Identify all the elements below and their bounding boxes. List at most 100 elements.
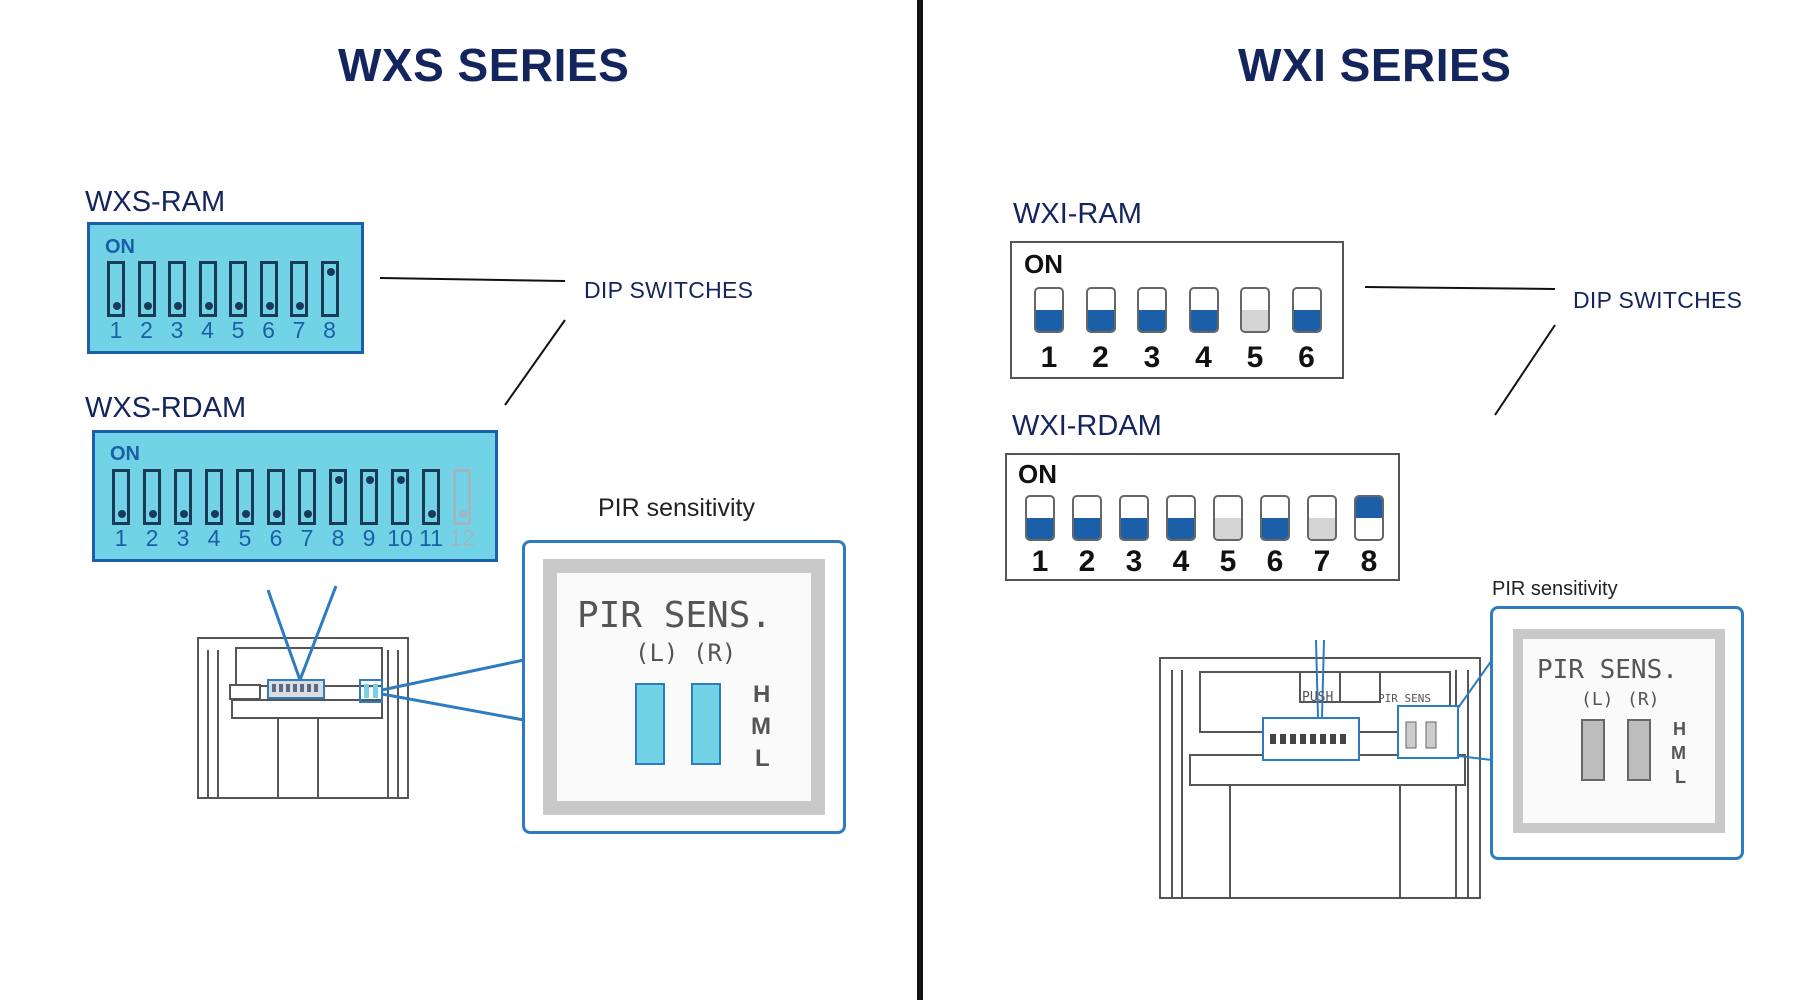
wxi-rdam-switch-fill (1027, 518, 1053, 539)
wxs-rdam-switch-number: 1 (114, 525, 128, 551)
wxs-rdam-switch-number: 2 (145, 525, 159, 551)
wxs-rdam-on-label: ON (110, 443, 140, 465)
wxs-ram-switch-number: 2 (140, 317, 153, 343)
wxs-rdam-switch-knob (459, 510, 467, 518)
wxi-pir-right-label: (R) (1627, 689, 1660, 710)
wxi-rdam-switch-number: 1 (1031, 545, 1049, 578)
wxs-rdam-label: WXS-RDAM (85, 392, 247, 424)
wxi-pir-title: PIR SENS. (1537, 655, 1678, 685)
wxs-rdam-switch-number: 7 (300, 525, 314, 551)
wxs-ram-switch-number: 3 (170, 317, 184, 343)
wxi-series-title: WXI SERIES (1238, 39, 1512, 91)
wxs-ram-switch-2 (137, 261, 156, 317)
wxs-rdam-switch-knob (335, 476, 343, 484)
wxi-ram-switch-number: 4 (1195, 341, 1212, 374)
wxs-pir-level-m: M (751, 713, 771, 740)
wxs-ram-switch-7 (290, 261, 308, 317)
wxs-pir-slider-left (635, 683, 665, 765)
wxi-ram-switch-3 (1137, 287, 1167, 333)
wxs-series-title: WXS SERIES (338, 39, 630, 91)
wxs-ram-switch-knob (143, 302, 152, 310)
wxi-rdam-switch-fill (1074, 518, 1100, 539)
wxs-rdam-switch-knob (397, 476, 405, 484)
wxi-ram-switch-1 (1034, 287, 1064, 333)
wxs-ram-switch-number: 4 (201, 317, 214, 343)
wxi-ram-label: WXI-RAM (1013, 198, 1142, 230)
wxs-ram-switch-3 (168, 261, 186, 317)
wxi-rdam-switch-number: 2 (1078, 545, 1096, 578)
wxs-pir-slider-right (691, 683, 721, 765)
wxi-ram-switch-fill (1139, 310, 1165, 331)
wxs-ram-switch-knob (265, 302, 274, 310)
wxi-ram-switch-4 (1188, 287, 1219, 333)
wxs-rdam-switch-1 (112, 469, 130, 525)
wxs-rdam-switch-12 (453, 469, 471, 525)
wxs-rdam-switch-6 (267, 469, 285, 525)
wxs-ram-switch-1 (107, 261, 125, 317)
wxs-rdam-switch-knob (180, 510, 188, 518)
wxi-ram-switch-number: 2 (1092, 341, 1109, 374)
wxi-rdam-switch-fill (1356, 497, 1382, 518)
wxi-rdam-switch-4 (1166, 495, 1196, 541)
wxi-ram-on-label: ON (1024, 249, 1063, 279)
series-divider (917, 0, 923, 1000)
wxi-rdam-switch-6 (1260, 495, 1290, 541)
wxi-ram-switch-number: 3 (1143, 341, 1161, 374)
wxs-ram-switch-knob (235, 302, 243, 310)
wxs-rdam-switch-number: 11 (419, 525, 443, 551)
wxi-ram-switch-number: 6 (1298, 341, 1315, 374)
wxi-rdam-switch-number: 8 (1360, 545, 1378, 578)
wxs-rdam-switch-knob (428, 510, 436, 518)
wxi-ram-switch-fill (1190, 310, 1217, 331)
wxi-pir-label: PIR sensitivity (1492, 578, 1618, 600)
wxi-rdam-on-label: ON (1018, 459, 1057, 489)
wxs-rdam-switch-5 (236, 469, 254, 525)
wxi-ram-switch-number: 1 (1040, 341, 1058, 374)
wxi-ram-switch-fill (1242, 310, 1268, 331)
wxs-ram-label: WXS-RAM (85, 186, 226, 218)
wxi-board-pir-text: PIR SENS (1378, 692, 1431, 705)
wxs-ram-switch-number: 6 (262, 317, 275, 343)
wxs-ram-switch-knob (113, 302, 121, 310)
wxs-ram-switch-5 (229, 261, 247, 317)
wxi-rdam-switch-5 (1213, 495, 1243, 541)
wxi-ram-switch-number: 5 (1246, 341, 1264, 374)
wxi-pir-zoom-inner: PIR SENS. (L) (R) H M L (1513, 629, 1725, 833)
wxi-board-push-text: PUSH (1302, 690, 1334, 705)
wxi-rdam-switch-number: 3 (1125, 545, 1143, 578)
wxi-pir-slider-left (1581, 719, 1605, 781)
wxs-rdam-switch-knob (366, 476, 374, 484)
wxi-pir-level-l: L (1675, 767, 1686, 787)
wxs-dip-callout: DIP SWITCHES (584, 277, 754, 303)
wxs-ram-switch-6 (259, 261, 278, 317)
wxi-rdam-switch-fill (1121, 518, 1147, 539)
wxi-rdam-switch-fill (1215, 518, 1241, 539)
wxi-rdam-switch-3 (1119, 495, 1149, 541)
wxi-rdam-switch-fill (1262, 518, 1288, 539)
wxi-pir-slider-right (1627, 719, 1651, 781)
wxi-ram-switch-fill (1036, 310, 1062, 331)
wxs-pir-left-label: (L) (635, 639, 679, 667)
wxs-rdam-switch-knob (304, 510, 312, 518)
wxs-pir-level-l: L (755, 745, 770, 772)
wxi-dip-callout: DIP SWITCHES (1573, 287, 1743, 313)
wxi-rdam-switch-1 (1025, 495, 1055, 541)
wxs-pir-level-h: H (753, 681, 771, 708)
wxs-rdam-switch-9 (360, 469, 378, 525)
wxs-rdam-switch-number: 3 (176, 525, 190, 551)
wxs-rdam-switch-knob (273, 510, 281, 518)
wxs-rdam-switch-2 (143, 469, 161, 525)
wxi-ram-dip-panel: ON 1 2 3 4 5 6 (1010, 241, 1344, 379)
wxs-ram-on-label: ON (105, 236, 135, 258)
wxi-ram-switch-fill (1087, 310, 1114, 331)
wxi-ram-switch-5 (1240, 287, 1270, 333)
wxs-pir-title: PIR SENS. (577, 595, 773, 636)
wxi-rdam-switch-7 (1307, 495, 1337, 541)
wxs-ram-switch-knob (204, 302, 213, 310)
wxi-pir-level-m: M (1671, 743, 1686, 763)
wxs-ram-switch-knob (174, 302, 182, 310)
wxs-rdam-switch-3 (174, 469, 192, 525)
wxs-ram-switch-number: 5 (231, 317, 245, 343)
